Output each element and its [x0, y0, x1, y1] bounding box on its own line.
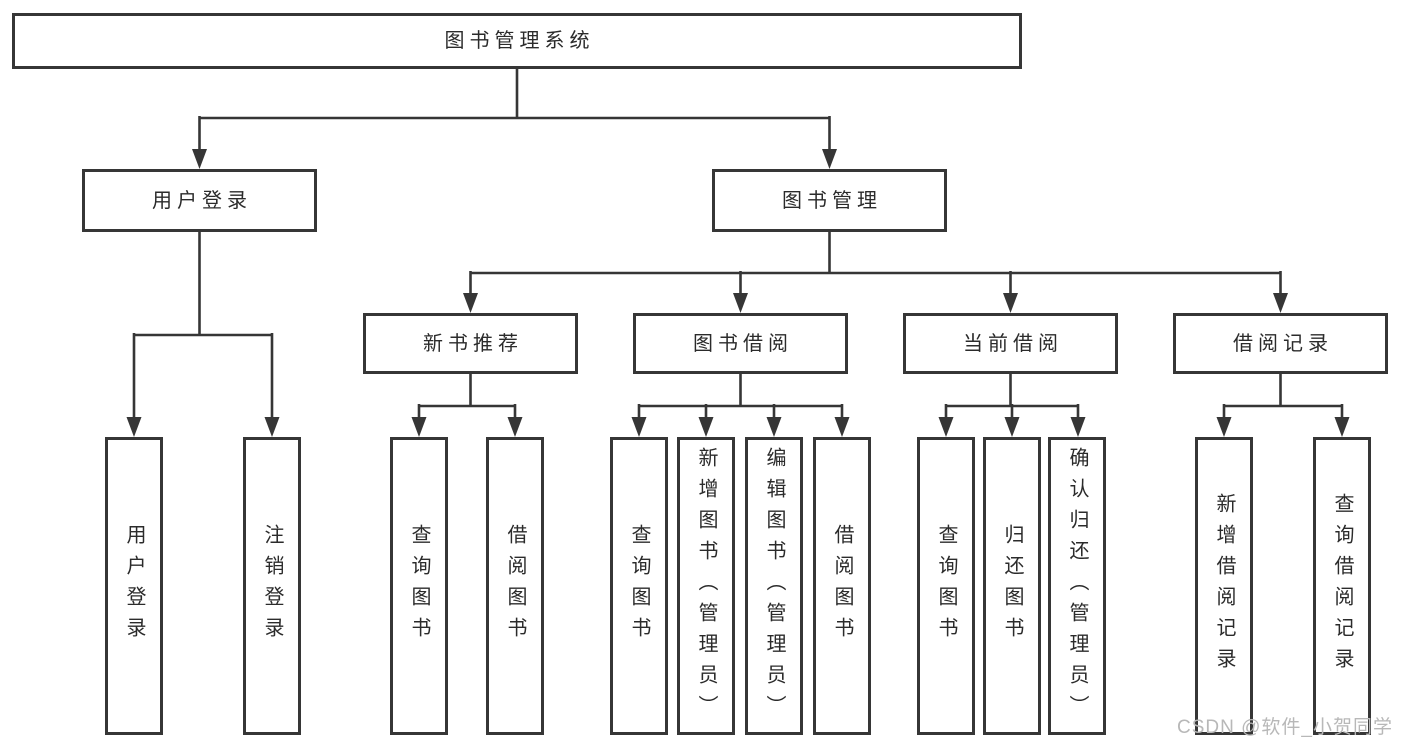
node-user-login-module: 用户登录	[82, 169, 317, 232]
node-label: 图书借阅	[693, 332, 793, 355]
leaf-user-login: 用户登录	[105, 437, 163, 735]
leaf-label: 查询图书	[408, 524, 430, 648]
leaf-label: 借阅图书	[504, 524, 526, 648]
node-book-management-module: 图书管理	[712, 169, 947, 232]
leaf-label: 查询图书	[935, 524, 957, 648]
arrowhead-icons	[126, 149, 1350, 437]
leaf-add-borrow-record: 新增借阅记录	[1195, 437, 1253, 735]
leaf-label: 查询图书	[628, 524, 650, 648]
leaf-borrow-books: 借阅图书	[813, 437, 871, 735]
node-label: 图书管理	[782, 189, 882, 212]
leaf-borrow-books-recommend: 借阅图书	[486, 437, 544, 735]
leaf-label: 注销登录	[261, 524, 283, 648]
leaf-label: 查询借阅记录	[1331, 493, 1353, 679]
node-borrowing-records: 借阅记录	[1173, 313, 1388, 374]
leaf-label: 归还图书	[1001, 524, 1023, 648]
leaf-query-books-recommend: 查询图书	[390, 437, 448, 735]
node-label: 当前借阅	[963, 332, 1063, 355]
node-label: 图书管理系统	[444, 30, 595, 52]
node-label: 新书推荐	[423, 332, 523, 355]
leaf-query-books-borrowing: 查询图书	[610, 437, 668, 735]
node-new-book-recommendation: 新书推荐	[363, 313, 578, 374]
leaf-label: 新增图书（管理员）	[695, 446, 717, 726]
leaf-label: 编辑图书（管理员）	[763, 446, 785, 726]
leaf-edit-books-admin: 编辑图书（管理员）	[745, 437, 803, 735]
leaf-label: 新增借阅记录	[1213, 493, 1235, 679]
node-label: 借阅记录	[1233, 332, 1333, 355]
leaf-label: 用户登录	[123, 524, 145, 648]
leaf-confirm-return-admin: 确认归还（管理员）	[1048, 437, 1106, 735]
node-book-borrowing: 图书借阅	[633, 313, 848, 374]
leaf-return-books: 归还图书	[983, 437, 1041, 735]
node-current-borrowing: 当前借阅	[903, 313, 1118, 374]
csdn-watermark: CSDN @软件_小贺同学	[1177, 717, 1393, 738]
node-library-management-system: 图书管理系统	[12, 13, 1022, 69]
leaf-add-books-admin: 新增图书（管理员）	[677, 437, 735, 735]
leaf-logout: 注销登录	[243, 437, 301, 735]
leaf-label: 确认归还（管理员）	[1066, 446, 1088, 726]
leaf-query-borrow-record: 查询借阅记录	[1313, 437, 1371, 735]
leaf-label: 借阅图书	[831, 524, 853, 648]
tree-connector-path	[132, 69, 1344, 419]
node-label: 用户登录	[152, 189, 252, 212]
leaf-query-books-current: 查询图书	[917, 437, 975, 735]
